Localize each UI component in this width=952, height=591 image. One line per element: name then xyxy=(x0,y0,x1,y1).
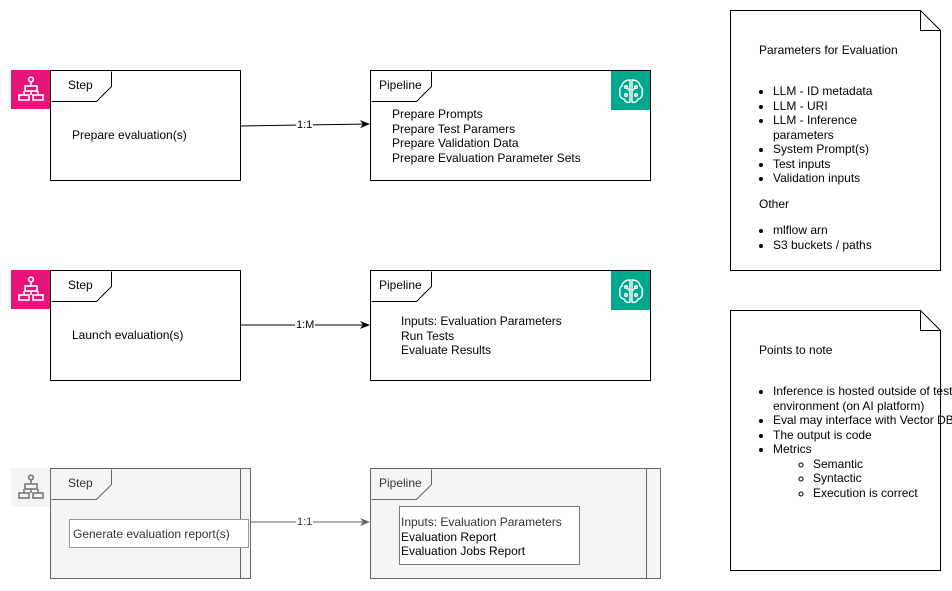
step-label: Prepare evaluation(s) xyxy=(72,128,187,142)
pipeline-line: Evaluate Results xyxy=(401,343,492,357)
sagemaker-brain-icon xyxy=(611,71,650,110)
list-item: LLM - Inference parameters xyxy=(773,113,921,142)
pipeline-box-report[interactable]: Pipeline Inputs: Evaluation Parameters E… xyxy=(370,468,661,579)
step-box-prepare[interactable]: Step Prepare evaluation(s) xyxy=(50,70,241,181)
note-title: Points to note xyxy=(759,343,833,357)
other-list: mlflow arn S3 buckets / paths xyxy=(731,223,872,252)
step-box-launch[interactable]: Step Launch evaluation(s) xyxy=(50,270,241,381)
pipeline-box-prepare[interactable]: Pipeline Prepare Prompts Prepare Test Pa… xyxy=(370,70,651,181)
note-points: Points to note Inference is hosted outsi… xyxy=(731,311,952,561)
pipeline-line: Prepare Evaluation Parameter Sets xyxy=(392,150,581,165)
pipeline-line: Prepare Validation Data xyxy=(392,136,519,150)
list-item: Execution is correct xyxy=(813,486,952,501)
list-item: The output is code xyxy=(773,428,952,443)
edge-label-3: 1:1 xyxy=(296,515,314,530)
pipeline-content-box: Inputs: Evaluation Parameters Evaluation… xyxy=(399,506,580,565)
pipeline-box-launch[interactable]: Pipeline Inputs: Evaluation Parameters R… xyxy=(370,270,651,381)
pipeline-line: Inputs: Evaluation Parameters xyxy=(401,515,562,529)
list-item: LLM - URI xyxy=(773,99,921,114)
note-shape-params xyxy=(730,10,941,271)
list-item: mlflow arn xyxy=(773,223,872,238)
pipeline-tab-label: Pipeline xyxy=(379,278,422,292)
params-list: LLM - ID metadata LLM - URI LLM - Infere… xyxy=(731,84,921,186)
pipeline-line: Prepare Test Paramers xyxy=(392,121,516,136)
sagemaker-brain-icon xyxy=(611,271,650,310)
note-subtitle: Other xyxy=(759,197,790,211)
step-functions-icon xyxy=(11,468,50,507)
note-params: Parameters for Evaluation LLM - ID metad… xyxy=(731,11,921,261)
step-label-box: Generate evaluation report(s) xyxy=(69,519,249,548)
pipeline-line: Inputs: Evaluation Parameters xyxy=(401,314,562,328)
list-item: Eval may interface with Vector DBs xyxy=(773,413,952,428)
pipeline-line: Prepare Prompts xyxy=(392,107,483,121)
list-item: Test inputs xyxy=(773,157,921,172)
list-item: LLM - ID metadata xyxy=(773,84,921,99)
list-item: S3 buckets / paths xyxy=(773,238,872,253)
step-tab-label: Step xyxy=(68,476,93,490)
pipeline-line: Evaluation Jobs Report xyxy=(401,544,526,558)
scroll-divider xyxy=(646,469,647,578)
metrics-sublist: Semantic Syntactic Execution is correct xyxy=(773,457,952,501)
list-item: Syntactic xyxy=(813,471,952,486)
edge-label-2: 1:M xyxy=(295,318,316,333)
points-list: Inference is hosted outside of test envi… xyxy=(731,384,952,500)
step-box-report[interactable]: Step Generate evaluation report(s) xyxy=(50,468,251,579)
pipeline-line: Evaluation Report xyxy=(401,529,497,544)
list-item-label: Metrics xyxy=(773,442,812,456)
list-item: Metrics Semantic Syntactic Execution is … xyxy=(773,442,952,500)
pipeline-tab-label: Pipeline xyxy=(379,78,422,92)
pipeline-tab-label: Pipeline xyxy=(379,476,422,490)
pipeline-line: Run Tests xyxy=(401,328,455,343)
edge-label-1: 1:1 xyxy=(296,118,314,133)
step-functions-icon xyxy=(11,70,50,109)
list-item: Inference is hosted outside of test envi… xyxy=(773,384,952,413)
step-tab-label: Step xyxy=(68,78,93,92)
note-title: Parameters for Evaluation xyxy=(759,43,898,57)
step-label: Generate evaluation report(s) xyxy=(73,527,230,541)
list-item: Semantic xyxy=(813,457,952,472)
list-item: System Prompt(s) xyxy=(773,142,921,157)
note-shape-points xyxy=(730,310,941,571)
step-functions-icon xyxy=(11,270,50,309)
step-label: Launch evaluation(s) xyxy=(72,328,184,342)
list-item: Validation inputs xyxy=(773,171,921,186)
step-tab-label: Step xyxy=(68,278,93,292)
